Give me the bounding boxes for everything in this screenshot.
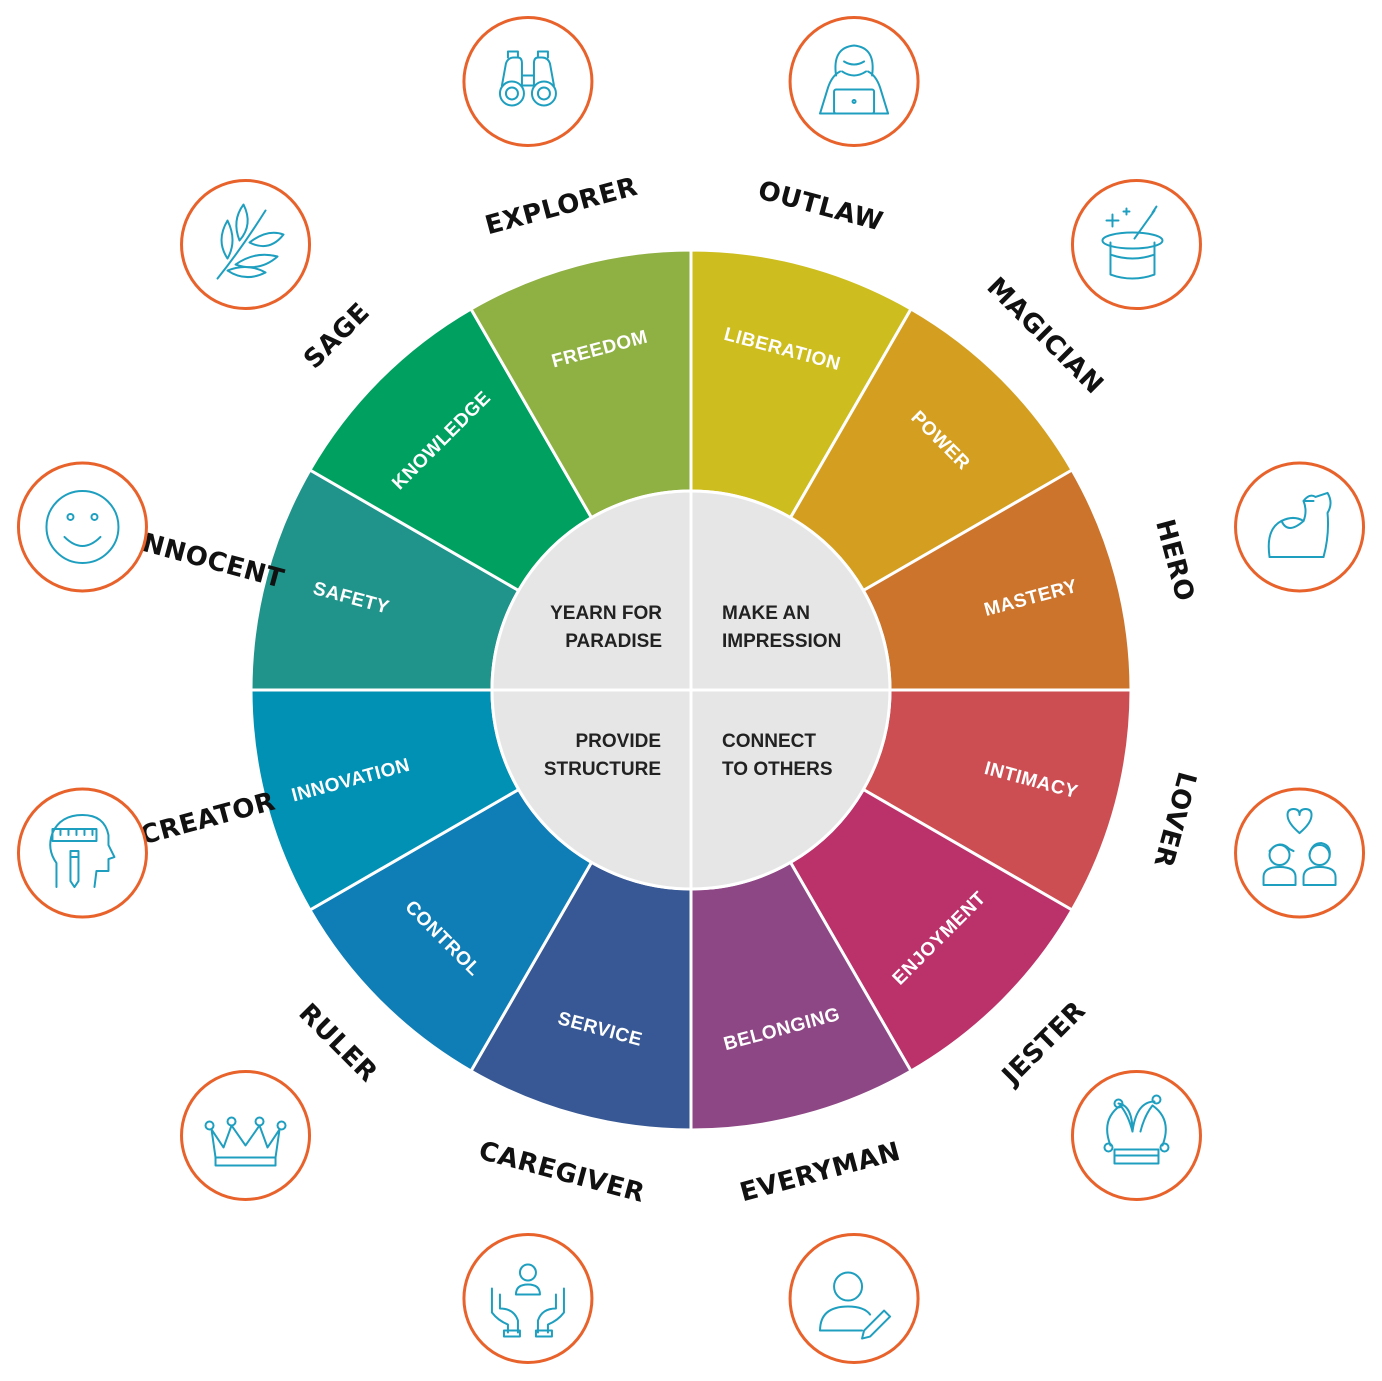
archetype-icon-badge-explorer xyxy=(462,15,594,147)
caring-hands-icon xyxy=(490,1263,565,1338)
archetype-icon-badge-magician xyxy=(1070,179,1202,311)
archetype-label-lover: LOVER xyxy=(1147,769,1201,871)
flexed-arm-icon xyxy=(1267,491,1332,558)
binoculars-icon xyxy=(498,50,557,107)
archetype-label-outlaw: OUTLAW xyxy=(755,175,887,237)
crown-icon xyxy=(204,1116,287,1167)
icon-ring xyxy=(1070,179,1202,311)
icon-ring xyxy=(16,461,148,593)
olive-branch-icon xyxy=(216,203,285,280)
icon-ring xyxy=(180,1069,312,1201)
smiley-face-icon xyxy=(45,489,120,564)
archetype-label-jester: JESTER xyxy=(995,996,1092,1093)
archetype-label-explorer: EXPLORER xyxy=(482,172,641,241)
archetype-icon-badge-jester xyxy=(1070,1069,1202,1201)
archetype-icon-badge-outlaw xyxy=(788,15,920,147)
archetype-icon-badge-caregiver xyxy=(462,1233,594,1365)
quadrant-bl-line1: PROVIDE xyxy=(575,731,661,752)
magic-hat-wand-icon xyxy=(1101,205,1164,280)
quadrant-tr-line2: IMPRESSION xyxy=(722,631,841,652)
hooded-figure-laptop-icon xyxy=(819,44,890,115)
center-disc: YEARN FOR PARADISE MAKE AN IMPRESSION PR… xyxy=(490,489,892,891)
icon-ring xyxy=(1234,461,1366,593)
icon-ring xyxy=(16,787,148,919)
archetype-label-everyman: EVERYMAN xyxy=(737,1137,904,1209)
archetype-icons-layer xyxy=(16,15,1366,1365)
quadrant-tr-line1: MAKE AN xyxy=(722,603,810,624)
quadrant-br-line2: TO OTHERS xyxy=(722,759,833,780)
archetype-label-ruler: RULER xyxy=(293,998,383,1088)
archetype-icon-badge-lover xyxy=(1234,787,1366,919)
icon-ring xyxy=(462,15,594,147)
archetype-icon-badge-innocent xyxy=(16,461,148,593)
archetype-label-sage: SAGE xyxy=(298,297,376,375)
quadrant-tl-line2: PARADISE xyxy=(565,631,662,652)
person-pencil-icon xyxy=(819,1271,892,1340)
archetype-icon-badge-hero xyxy=(1234,461,1366,593)
icon-ring xyxy=(462,1233,594,1365)
archetype-icon-badge-sage xyxy=(180,179,312,311)
icon-ring xyxy=(1070,1069,1202,1201)
archetype-icon-badge-ruler xyxy=(180,1069,312,1201)
quadrant-tl-line1: YEARN FOR xyxy=(550,603,662,624)
archetype-label-caregiver: CAREGIVER xyxy=(476,1136,648,1209)
archetype-label-creator: CREATOR xyxy=(137,787,278,852)
jester-hat-icon xyxy=(1103,1094,1170,1165)
icon-ring xyxy=(788,15,920,147)
icon-ring xyxy=(180,179,312,311)
archetype-label-innocent: INNOCENT xyxy=(129,525,287,594)
archetype-icon-badge-creator xyxy=(16,787,148,919)
segments-layer xyxy=(249,248,1133,1132)
archetype-icon-badge-everyman xyxy=(788,1233,920,1365)
head-ruler-pencil-icon xyxy=(49,814,116,889)
icon-ring xyxy=(1234,787,1366,919)
quadrant-bl-line2: STRUCTURE xyxy=(544,759,661,780)
quadrant-br-line1: CONNECT xyxy=(722,731,816,752)
couple-heart-icon xyxy=(1262,808,1337,887)
archetype-label-hero: HERO xyxy=(1149,516,1200,605)
